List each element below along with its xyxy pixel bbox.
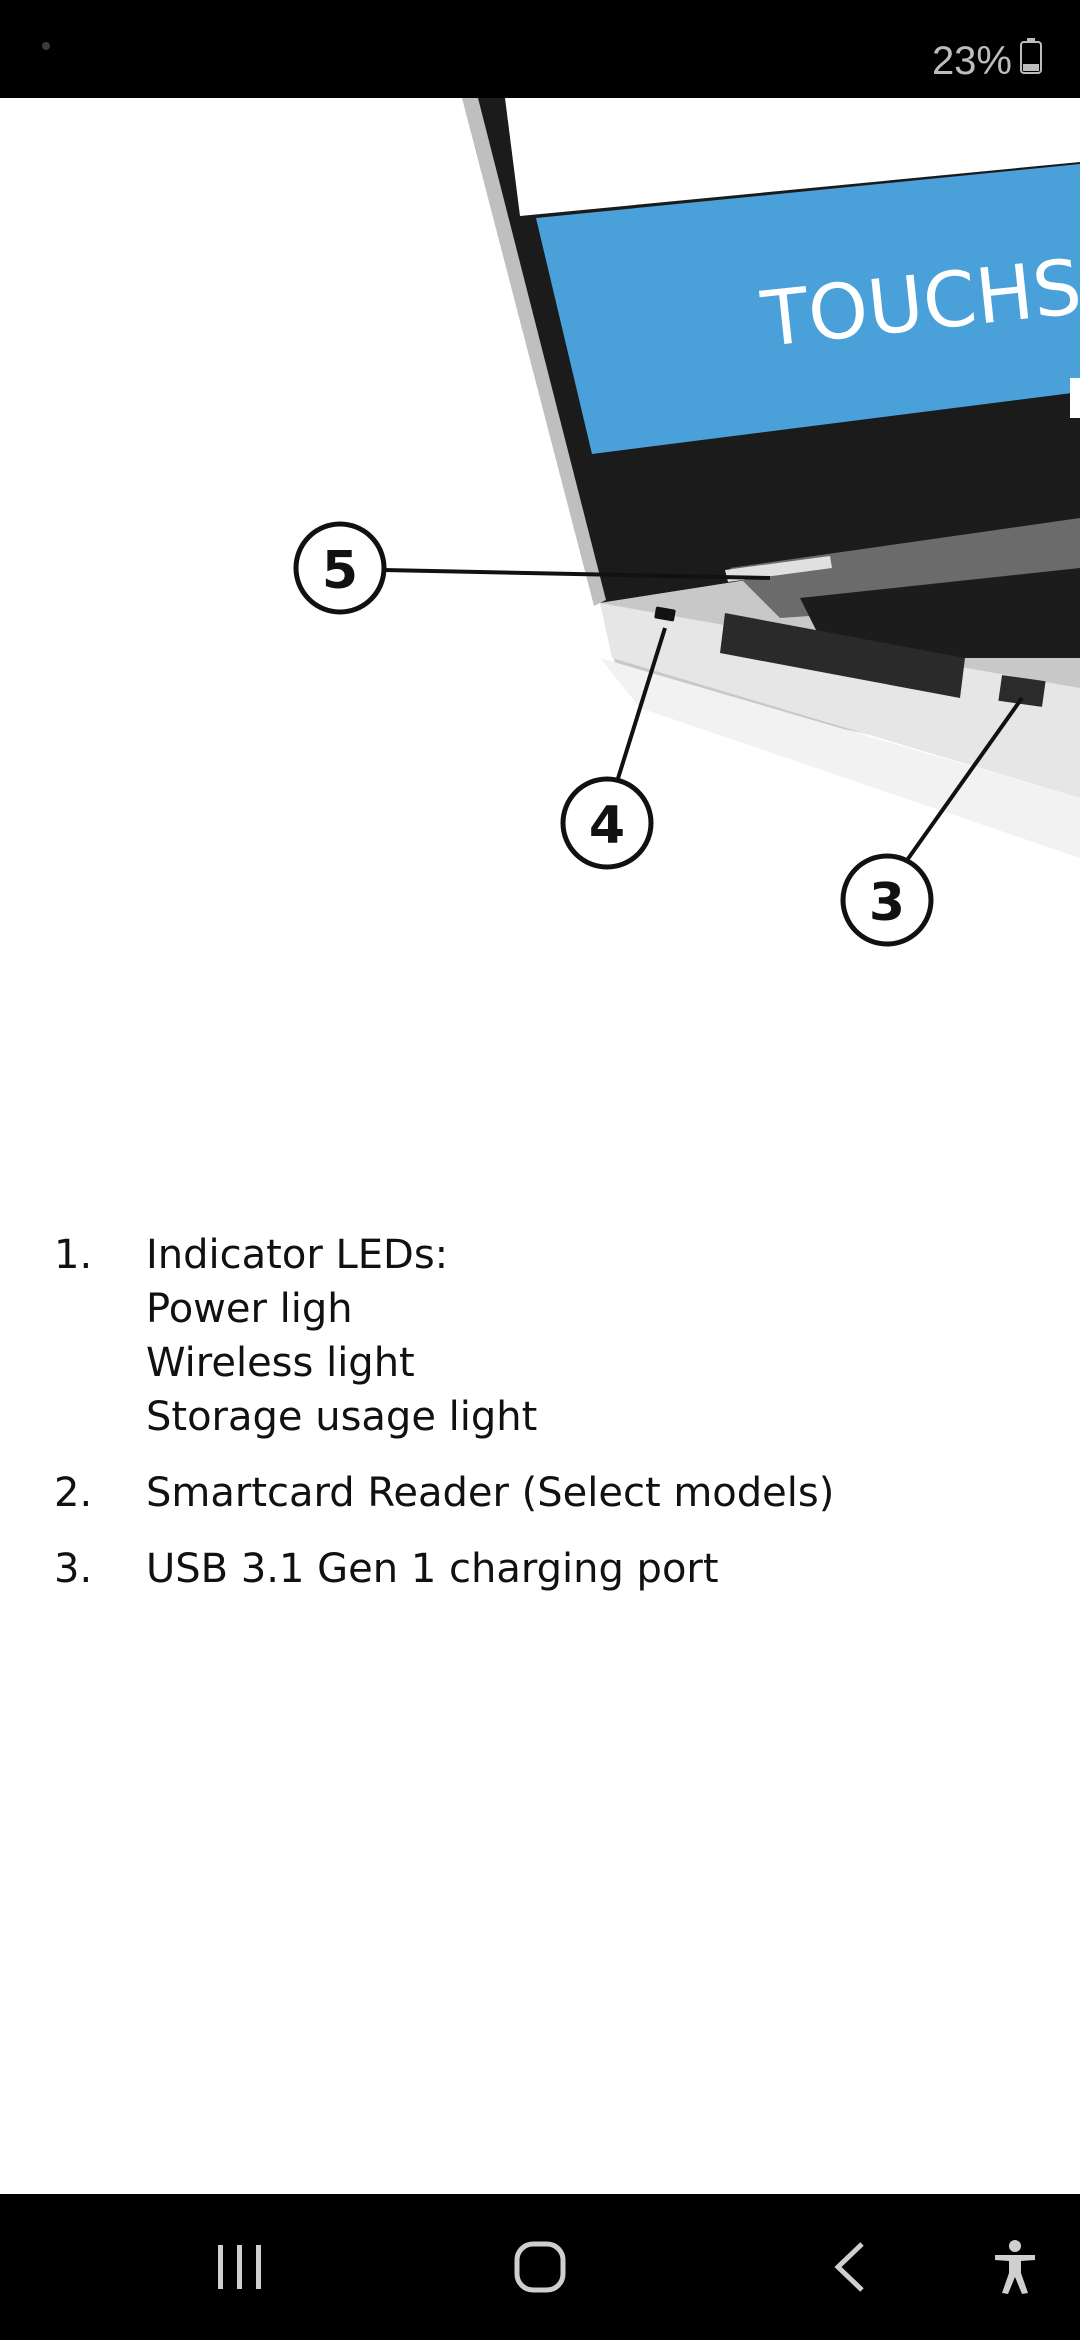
back-icon bbox=[834, 2242, 864, 2292]
laptop-side bbox=[600, 603, 1080, 798]
list-item: 2. Smartcard Reader (Select models) bbox=[54, 1466, 1034, 1520]
callout-5-label: 5 bbox=[322, 541, 358, 601]
callout-3-line bbox=[903, 696, 1024, 865]
hinge-highlight bbox=[725, 556, 832, 582]
callout-5 bbox=[293, 521, 387, 615]
list-line: Wireless light bbox=[146, 1340, 415, 1386]
list-line: Indicator LEDs: bbox=[146, 1232, 449, 1278]
recents-button[interactable] bbox=[190, 2194, 290, 2340]
callout-4-line bbox=[613, 627, 667, 789]
callout-5-line bbox=[383, 568, 771, 580]
callout-4-label: 4 bbox=[589, 796, 625, 856]
vent-grille bbox=[720, 613, 965, 698]
list-item-text: Indicator LEDs: Power ligh Wireless ligh… bbox=[146, 1228, 537, 1444]
accessibility-icon bbox=[995, 2240, 1035, 2294]
callout-4 bbox=[560, 776, 654, 870]
camera-cutout bbox=[42, 42, 50, 50]
battery-percent: 23% bbox=[931, 38, 1012, 83]
list-number: 3. bbox=[54, 1546, 93, 1592]
document-view[interactable]: TOUCHSCR 5 4 3 1. bbox=[0, 98, 1080, 2194]
list-line: Smartcard Reader (Select models) bbox=[146, 1470, 835, 1516]
laptop-lid-edge bbox=[462, 98, 606, 606]
list-number: 2. bbox=[54, 1470, 93, 1516]
list-number: 1. bbox=[54, 1232, 93, 1278]
screen-white-area bbox=[505, 98, 1080, 216]
status-right: 23% bbox=[932, 38, 1042, 84]
navigation-bar bbox=[0, 2194, 1080, 2340]
list-item: 3. USB 3.1 Gen 1 charging port bbox=[54, 1542, 1034, 1596]
laptop-shadow bbox=[600, 658, 1080, 858]
keyboard-keys bbox=[800, 568, 1080, 658]
laptop-screen bbox=[536, 164, 1080, 454]
accessibility-button[interactable] bbox=[970, 2194, 1060, 2340]
status-bar: 23% bbox=[0, 0, 1080, 98]
screen-text-fragment bbox=[1070, 378, 1080, 418]
list-item: 1. Indicator LEDs: Power ligh Wireless l… bbox=[54, 1228, 1034, 1444]
home-button[interactable] bbox=[490, 2194, 590, 2340]
usb-port bbox=[998, 675, 1046, 707]
list-item-text: USB 3.1 Gen 1 charging port bbox=[146, 1542, 719, 1596]
back-button[interactable] bbox=[800, 2194, 900, 2340]
callout-3 bbox=[840, 853, 934, 947]
laptop-illustration: TOUCHSCR 5 4 3 bbox=[293, 98, 1080, 947]
list-line: Power ligh bbox=[146, 1286, 353, 1332]
callout-3-label: 3 bbox=[869, 873, 905, 933]
recents-icon bbox=[218, 2245, 261, 2289]
list-line: USB 3.1 Gen 1 charging port bbox=[146, 1546, 719, 1592]
battery-icon bbox=[1020, 38, 1042, 84]
component-list: 1. Indicator LEDs: Power ligh Wireless l… bbox=[54, 1228, 1034, 1618]
smartcard-slot bbox=[654, 606, 676, 622]
list-item-text: Smartcard Reader (Select models) bbox=[146, 1466, 834, 1520]
home-icon bbox=[514, 2241, 566, 2293]
list-line: Storage usage light bbox=[146, 1394, 538, 1440]
